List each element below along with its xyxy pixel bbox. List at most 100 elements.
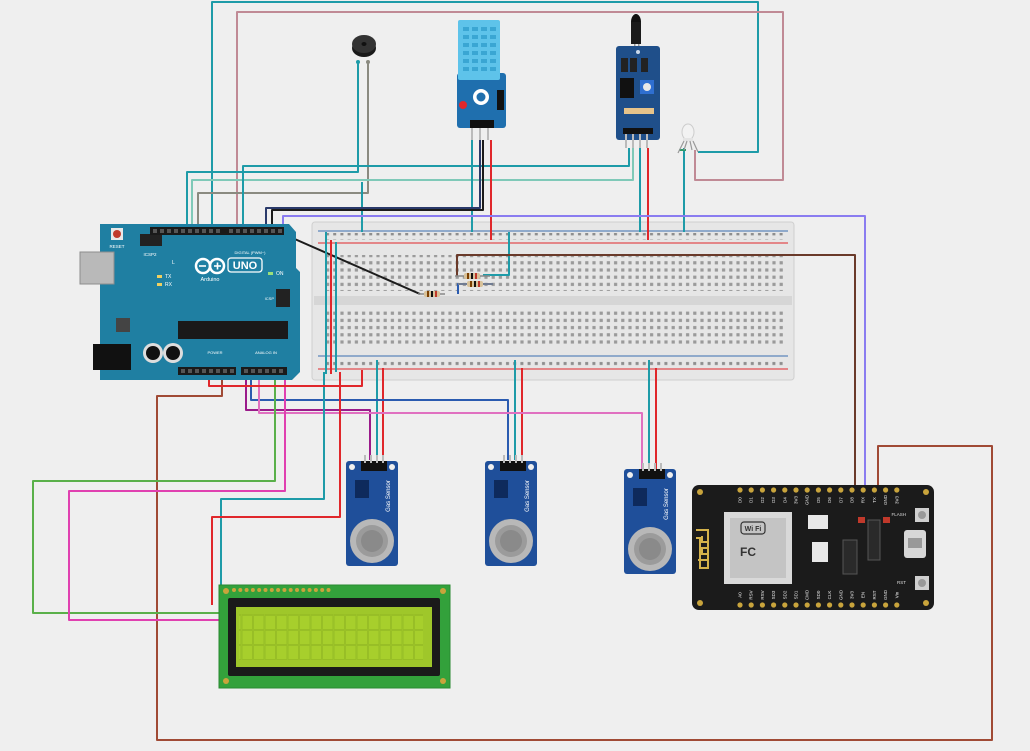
nodemcu-flash-label: FLASH — [891, 512, 906, 517]
gas-sensor-2: Gas Sensor — [485, 455, 537, 566]
wire-dht-navy — [265, 140, 481, 232]
nodemcu-top-pin — [759, 487, 766, 493]
nodemcu-top-pin-label: D8 — [850, 497, 855, 503]
wire-dht-blue — [483, 232, 510, 276]
nodemcu-bottom-pin — [871, 602, 878, 608]
nodemcu-bottom-pin — [793, 602, 799, 608]
nodemcu-top-pin — [860, 487, 866, 493]
wire-gas1-purple — [245, 372, 371, 460]
nodemcu-bottom-pin — [838, 602, 844, 608]
nodemcu-bottom-pin-label: EN — [861, 592, 866, 598]
nodemcu-top-pin-label: 3V3 — [794, 496, 799, 505]
nodemcu-wifi-label: Wi Fi — [745, 526, 762, 533]
nodemcu-top-pin-label: TX — [872, 497, 877, 503]
nodemcu-bottom-pin-label: SD3 — [771, 590, 776, 599]
nodemcu-bottom-pin-label: 3V3 — [850, 591, 855, 600]
nodemcu-top-pin — [793, 487, 799, 493]
lcd-header-pin — [269, 588, 274, 592]
nodemcu-top-pin — [871, 487, 878, 493]
wire-dht-black — [271, 140, 484, 232]
nodemcu-bottom-pin — [827, 602, 833, 608]
resistor-2 — [455, 273, 490, 279]
arduino-icsp-label: ICSP — [265, 296, 275, 301]
wire-buzzer-teal — [186, 62, 359, 232]
nodemcu-bottom-pin-label: SD1 — [794, 590, 799, 599]
nodemcu-top-pin — [748, 487, 754, 493]
wire-lcd-green — [32, 372, 276, 614]
nodemcu-bottom-pin — [748, 602, 754, 608]
lcd-header-pin — [301, 588, 306, 592]
nodemcu-bottom-pin-label: SD2 — [782, 590, 787, 599]
arduino-l-label: L — [172, 260, 175, 266]
nodemcu-bottom-pin — [737, 602, 743, 608]
nodemcu-bottom-pin — [860, 602, 866, 608]
gas-sensor-1-label: Gas Sensor — [386, 480, 392, 512]
lcd-header-pin — [326, 588, 331, 592]
wire-lcd-pink — [68, 372, 286, 621]
wire-black-diag — [280, 232, 421, 295]
lcd-header-pin — [307, 588, 312, 592]
nodemcu-top-pin-label: D6 — [827, 497, 832, 503]
nodemcu-bottom-pin — [849, 602, 855, 608]
nodemcu-top-pin — [804, 487, 810, 493]
wire-brown-nodemcu — [456, 254, 856, 490]
lcd-header-pin — [232, 588, 236, 592]
nodemcu-top-pin — [894, 487, 900, 493]
arduino-digital-label: DIGITAL (PWM~) — [235, 250, 267, 255]
lcd-header-pin — [238, 588, 243, 592]
nodemcu-top-pin-label: D3 — [771, 497, 776, 503]
wire-lcd-red — [211, 372, 341, 605]
nodemcu-top-pin-label: D2 — [760, 497, 765, 503]
nodemcu-bottom-pin — [759, 602, 766, 608]
arduino-model: UNO — [233, 260, 258, 272]
arduino-analog-label: ANALOG IN — [255, 350, 277, 355]
wire-teal-bb-left — [325, 232, 337, 374]
nodemcu-top-pin-label: D0 — [738, 497, 743, 503]
resistor-3 — [458, 281, 493, 287]
nodemcu-bottom-pin-label: GND — [838, 589, 843, 600]
nodemcu-top-pin — [815, 487, 822, 493]
nodemcu-top-pin — [849, 487, 855, 493]
arduino-power-label: POWER — [207, 350, 222, 355]
gas-sensor-3-label: Gas Sensor — [664, 488, 670, 520]
nodemcu-top-pin-label: D7 — [838, 497, 843, 503]
wire-teal-top-loop — [211, 1, 759, 232]
lcd-header-pin — [313, 588, 318, 592]
nodemcu-top-pin — [838, 487, 844, 493]
wire-flame-teal — [242, 148, 630, 232]
arduino-brand: Arduino — [201, 277, 220, 283]
lcd-header-pin — [320, 588, 325, 592]
nodemcu-top-pin — [771, 487, 777, 493]
nodemcu-top-pin-label: D4 — [782, 497, 787, 503]
nodemcu-bottom-pin-label: RSV — [749, 590, 754, 599]
nodemcu-bottom-pin-label: CLK — [827, 591, 832, 600]
resistor-1 — [418, 291, 445, 297]
lcd-header-pin — [257, 588, 262, 592]
nodemcu-bottom-pin-label: RSV — [760, 590, 765, 599]
nodemcu-bottom-pin-label: RST — [872, 590, 877, 599]
arduino-uno: RESET ICSP2 DIGITAL (PWM~) L TX RX UNO A… — [79, 224, 300, 380]
flame-sensor — [616, 14, 660, 148]
arduino-on-label: ON — [276, 271, 284, 277]
nodemcu-bottom-pin — [804, 602, 810, 608]
nodemcu-bottom-pin — [782, 602, 788, 608]
nodemcu-bottom-pin — [815, 602, 822, 608]
nodemcu-bottom-pin-label: GND — [883, 589, 888, 600]
nodemcu-fc-label: FC — [740, 545, 756, 559]
lcd-display — [218, 584, 451, 689]
nodemcu-bottom-pin — [894, 602, 900, 608]
nodemcu-bottom-pin-label: Vin — [894, 591, 899, 598]
nodemcu-bottom-pin-label: SD0 — [816, 590, 821, 599]
wire-buzzer-gray — [197, 62, 369, 232]
arduino-reset-label: RESET — [109, 244, 124, 249]
lcd-header-pin — [288, 588, 293, 592]
nodemcu-top-pin-label: D5 — [816, 497, 821, 503]
arduino-logo — [194, 257, 226, 275]
lcd-header-pin — [263, 588, 268, 592]
nodemcu-top-pin-label: GND — [883, 494, 888, 505]
wire-lcd-brown — [156, 372, 993, 741]
wire-mauve-top-loop — [236, 11, 784, 232]
nodemcu-top-pin — [782, 487, 788, 493]
dht-sensor — [457, 20, 506, 140]
